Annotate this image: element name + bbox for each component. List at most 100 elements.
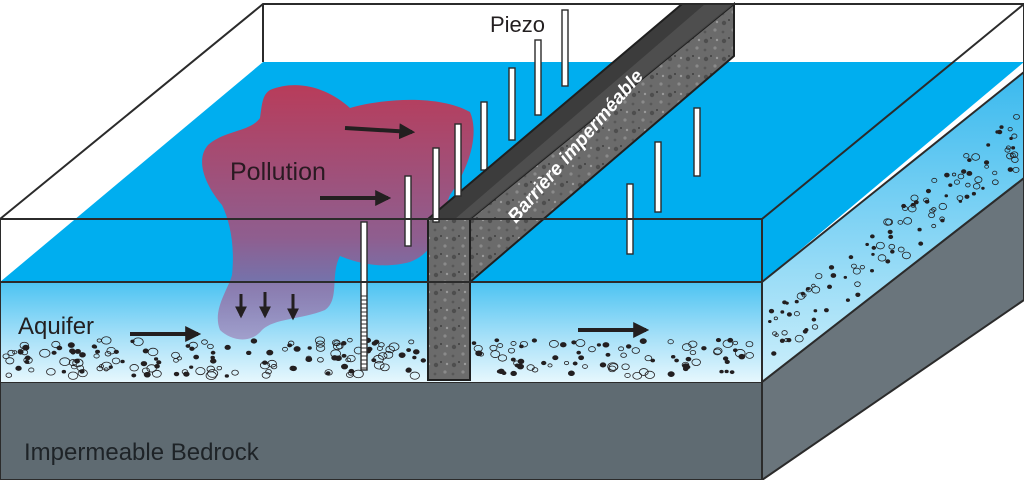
gravel-pebble — [888, 243, 896, 250]
gravel-pebble — [67, 342, 75, 348]
gravel-pebble — [571, 340, 577, 345]
gravel-pebble — [722, 356, 729, 361]
gravel-pebble — [61, 369, 67, 374]
gravel-pebble — [870, 268, 874, 273]
gravel-pebble — [7, 349, 16, 357]
gravel-pebble — [1006, 152, 1014, 160]
gravel-pebble — [957, 173, 965, 180]
gravel-pebble — [870, 234, 875, 239]
gravel-pebble — [793, 311, 800, 317]
gravel-pebble — [701, 346, 707, 351]
gravel-pebble — [315, 344, 326, 352]
gravel-pebble — [794, 334, 804, 343]
gravel-pebble — [685, 365, 691, 370]
gravel-pebble — [315, 340, 325, 348]
gravel-pebble — [638, 368, 649, 376]
gravel-pebble — [250, 338, 258, 344]
gravel-pebble — [883, 218, 892, 226]
gravel-pebble — [625, 344, 632, 349]
gravel-pebble — [644, 370, 655, 379]
gravel-pebble — [811, 324, 819, 330]
gravel-pebble — [738, 353, 746, 360]
gravel-pebble — [96, 338, 102, 343]
gravel-pebble — [314, 336, 325, 345]
gravel-pebble — [995, 130, 1000, 134]
piezometer-group — [480, 9, 569, 171]
piezometer-tube — [654, 141, 662, 213]
aquifer-side — [762, 72, 1024, 382]
gravel-pebble — [331, 355, 339, 361]
gravel-pebble — [582, 364, 588, 369]
gravel-pebble — [379, 363, 390, 372]
gravel-pebble — [510, 341, 517, 346]
gravel-pebble — [216, 365, 223, 371]
gravel-pebble — [406, 348, 412, 353]
gravel-pebble — [964, 194, 970, 199]
gravel-pebble — [28, 367, 35, 373]
gravel-pebble — [307, 346, 312, 350]
gravel-pebble — [719, 369, 724, 374]
gravel-pebble — [282, 346, 288, 352]
gravel-pebble — [981, 186, 985, 190]
gravel-pebble — [347, 337, 353, 343]
gravel-pebble — [120, 359, 125, 364]
gravel-pebble — [287, 343, 293, 348]
gravel-pebble — [147, 347, 159, 357]
gravel-pebble — [605, 352, 611, 357]
gravel-pebble — [801, 293, 807, 298]
gravel-pebble — [549, 340, 559, 348]
gravel-pebble — [265, 369, 272, 375]
gravel-pebble — [46, 368, 56, 376]
gravel-pebble — [195, 367, 206, 376]
gravel-pebble — [345, 357, 351, 363]
aquifer-label: Aquifer — [18, 313, 94, 340]
gravel-pebble — [877, 254, 887, 262]
gravel-pebble — [193, 354, 200, 360]
gravel-pebble — [261, 371, 271, 379]
gravel-pebble — [782, 300, 787, 305]
gravel-pebble — [15, 365, 22, 371]
gravel-pebble — [632, 372, 643, 380]
gravel-pebble — [771, 351, 777, 356]
gravel-pebble — [966, 170, 973, 176]
gravel-pebble — [575, 339, 586, 347]
gravel-pebble — [151, 369, 162, 378]
gravel-pebble — [599, 362, 607, 368]
gravel-pebble — [547, 363, 553, 368]
gravel-pebble — [412, 355, 417, 360]
gravel-pebble — [972, 183, 981, 190]
gravel-pebble — [71, 364, 78, 370]
gravel-pebble — [201, 339, 208, 345]
gravel-pebble — [865, 242, 869, 247]
gravel-pebble — [901, 203, 907, 209]
gravel-pebble — [420, 358, 427, 363]
gravel-pebble — [473, 344, 483, 353]
gravel-pebble — [667, 371, 675, 377]
gravel-pebble — [330, 349, 341, 358]
gravel-pebble — [813, 309, 818, 313]
gravel-pebble — [259, 361, 270, 370]
gravel-pebble — [2, 353, 10, 359]
gravel-pebble — [552, 355, 559, 361]
gravel-pebble — [974, 176, 983, 184]
gravel-pebble — [674, 358, 679, 363]
gravel-pebble — [958, 199, 963, 203]
gravel-pebble — [130, 339, 135, 344]
gravel-pebble — [618, 346, 625, 352]
gravel-pebble — [670, 354, 676, 359]
gravel-pebble — [378, 342, 385, 348]
gravel-pebble — [17, 349, 24, 355]
gravel-pebble — [289, 365, 296, 371]
gravel-pebble — [984, 164, 989, 169]
gravel-pebble — [317, 357, 324, 363]
gravel-pebble — [971, 191, 976, 196]
gravel-pebble — [786, 312, 792, 317]
gravel-pebble — [77, 369, 88, 378]
pollution-label: Pollution — [230, 158, 326, 186]
gravel-pebble — [1007, 167, 1014, 172]
gravel-pebble — [596, 343, 602, 347]
gravel-pebble — [129, 364, 139, 372]
gravel-pebble — [348, 371, 354, 376]
gravel-pebble — [811, 317, 817, 322]
gravel-pebble — [510, 357, 516, 362]
